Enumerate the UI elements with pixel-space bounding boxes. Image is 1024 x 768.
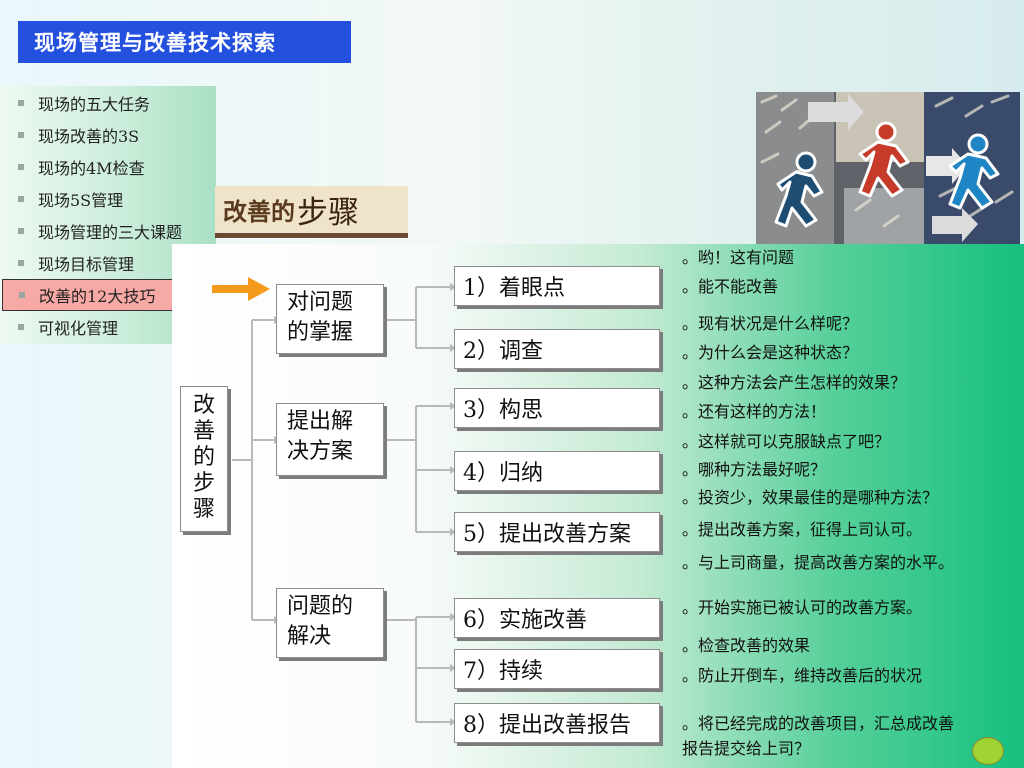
- stage-box-propose-solution: 提出解 决方案: [276, 403, 384, 476]
- sidebar-item-label: 现场的4M检查: [38, 159, 145, 178]
- sidebar-item-three-topics[interactable]: 现场管理的三大课题: [0, 217, 216, 245]
- sidebar-item-label: 可视化管理: [38, 319, 119, 338]
- bullet-icon: [18, 196, 24, 202]
- step-box-5: 5）提出改善方案: [454, 512, 660, 552]
- note-line: 。能不能改善: [682, 277, 779, 296]
- subtitle-emphasis: 步骤: [297, 195, 359, 231]
- sidebar-item-visual-management[interactable]: 可视化管理: [0, 313, 216, 341]
- sidebar-item-5s[interactable]: 现场5S管理: [0, 185, 216, 213]
- pointer-arrow-icon: [212, 277, 270, 301]
- bullet-icon: [18, 260, 24, 266]
- note-line: 。与上司商量，提高改善方案的水平。: [682, 553, 955, 572]
- step-box-1: 1）着眼点: [454, 266, 660, 306]
- note-line: 。防止开倒车，维持改善后的状况: [682, 666, 923, 685]
- sidebar-item-4m[interactable]: 现场的4M检查: [0, 153, 216, 181]
- note-line: 。这种方法会产生怎样的效果？: [682, 373, 907, 392]
- step-box-6: 6）实施改善: [454, 598, 660, 638]
- note-line: 报告提交给上司？: [682, 739, 811, 758]
- running-figures-illustration: [756, 92, 1020, 244]
- note-line: 。提出改善方案，征得上司认可。: [682, 520, 923, 539]
- note-line: 。投资少，效果最佳的是哪种方法？: [682, 488, 939, 507]
- section-subtitle: 改善的步骤: [215, 186, 408, 238]
- note-line: 。开始实施已被认可的改善方案。: [682, 598, 923, 617]
- next-slide-dot-icon[interactable]: [972, 737, 1004, 765]
- sidebar-item-label: 现场5S管理: [38, 191, 124, 210]
- bullet-icon: [18, 228, 24, 234]
- bullet-icon: [18, 132, 24, 138]
- bullet-icon: [18, 100, 24, 106]
- stage-box-solve-problem: 问题的 解决: [276, 588, 384, 658]
- sidebar-item-goal-management[interactable]: 现场目标管理: [0, 249, 216, 277]
- note-line: 。检查改善的效果: [682, 636, 811, 655]
- step-box-3: 3）构思: [454, 388, 660, 428]
- flow-root-box: 改 善 的 步 骤: [180, 386, 228, 532]
- subtitle-prefix: 改善的: [223, 197, 295, 226]
- sidebar-item-label: 现场改善的3S: [38, 127, 140, 146]
- note-line: 。还有这样的方法！: [682, 402, 827, 421]
- step-box-7: 7）持续: [454, 649, 660, 689]
- sidebar-item-label: 改善的12大技巧: [39, 287, 156, 306]
- sidebar-item-3s[interactable]: 现场改善的3S: [0, 121, 216, 149]
- sidebar-item-label: 现场目标管理: [38, 255, 135, 274]
- step-box-8: 8）提出改善报告: [454, 703, 660, 743]
- note-line: 。现有状况是什么样呢？: [682, 314, 859, 333]
- bullet-icon: [18, 164, 24, 170]
- note-line: 。哟！这有问题: [682, 248, 795, 267]
- note-line: 。哪种方法最好呢？: [682, 460, 827, 479]
- stage-box-grasp-problem: 对问题 的掌握: [276, 284, 384, 354]
- sidebar-item-five-tasks[interactable]: 现场的五大任务: [0, 89, 216, 117]
- step-box-4: 4）归纳: [454, 451, 660, 491]
- sidebar-item-label: 现场的五大任务: [38, 95, 151, 114]
- bullet-icon: [19, 292, 25, 298]
- bullet-icon: [18, 324, 24, 330]
- note-line: 。为什么会是这种状态？: [682, 343, 859, 362]
- page-title: 现场管理与改善技术探索: [18, 21, 351, 63]
- note-line: 。这样就可以克服缺点了吧？: [682, 432, 891, 451]
- step-box-2: 2）调查: [454, 329, 660, 369]
- sidebar-item-label: 现场管理的三大课题: [38, 223, 183, 242]
- note-line: 。将已经完成的改善项目，汇总成改善: [682, 714, 955, 733]
